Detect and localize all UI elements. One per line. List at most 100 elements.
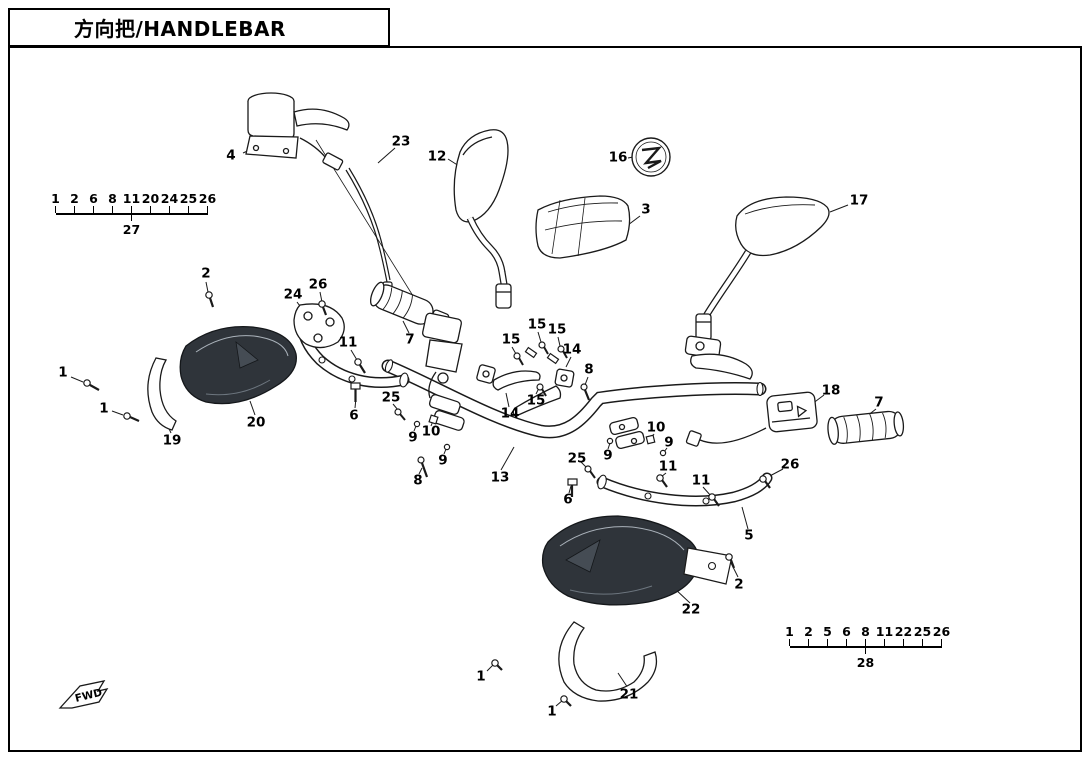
callout-2: 2 [734,576,744,593]
callout-9: 9 [603,447,613,464]
group-28-item-25: 25 [913,625,932,646]
part-handguard-left [179,325,297,405]
group-27-item-8: 8 [103,192,122,213]
callout-4: 4 [226,147,236,164]
group-27-item-2: 2 [65,192,84,213]
callout-25: 25 [567,450,587,467]
page-title: 方向把/HANDLEBAR [74,17,286,41]
callout-6: 6 [563,491,573,508]
spacer-a [524,346,538,359]
screw-1-a [83,379,100,391]
part-handlebar-cap [631,137,671,177]
spacer-b [546,352,560,365]
callout-10: 10 [421,423,441,440]
screw-1-b [123,412,140,423]
screw-26-left [318,300,328,316]
part-grip-right [827,410,905,445]
screw-25-right [584,465,596,479]
group-28-item-5: 5 [818,625,837,646]
callout-9: 9 [438,452,448,469]
part-handguard-insert-left [147,357,177,431]
callout-7: 7 [405,331,415,348]
callout-12: 12 [427,148,447,165]
callout-26: 26 [780,456,800,473]
callout-7: 7 [874,394,884,411]
callout-23: 23 [391,133,411,150]
callout-22: 22 [681,601,701,618]
part-clamp-right [609,416,645,450]
callout-14: 14 [562,341,582,358]
part-handlebar-cover [535,195,631,259]
part-clamp-left [428,394,465,431]
callout-18: 18 [821,382,841,399]
part-lever-left [476,364,541,391]
group-28-item-6: 6 [837,625,856,646]
part-handguard-insert-right [558,621,658,702]
bolt-8-right [580,383,591,401]
screw-2-right [725,553,736,569]
callout-8: 8 [584,361,594,378]
callout-6: 6 [349,407,359,424]
callout-8: 8 [413,472,423,489]
screw-1-d [560,695,572,707]
callout-20: 20 [246,414,266,431]
callout-16: 16 [608,149,628,166]
screw-25-left [394,408,406,421]
callout-1: 1 [476,668,486,685]
part-master-cylinder-center [421,312,463,399]
fwd-arrow: FWD [58,680,109,709]
callout-1: 1 [99,400,109,417]
group-28-item-22: 22 [894,625,913,646]
callout-15: 15 [547,321,567,338]
screw-11-a [656,474,668,488]
callout-13: 13 [490,469,510,486]
screw-11-left [354,358,366,374]
group-27-item-6: 6 [84,192,103,213]
nut-10-b [645,434,656,445]
part-lever-right [512,368,575,417]
callout-14: 14 [500,405,520,422]
group-28-item-26: 26 [932,625,951,646]
group-27-item-25: 25 [179,192,198,213]
group-label-27: 27 [122,221,141,237]
screw-1-c [491,659,503,671]
group-27-item-1: 1 [46,192,65,213]
callout-11: 11 [691,472,711,489]
callout-19: 19 [162,432,182,449]
screw-15-c [557,345,568,359]
group-27-item-24: 24 [160,192,179,213]
callout-9: 9 [408,429,418,446]
callout-15: 15 [527,316,547,333]
washer-9-d [659,449,667,457]
group-28-item-8: 8 [856,625,875,646]
callout-25: 25 [381,389,401,406]
screw-15-a [513,352,524,366]
callout-3: 3 [641,201,651,218]
nut-10-a [428,414,439,425]
part-handguard-right [541,515,733,606]
title-box: 方向把/HANDLEBAR [8,8,390,47]
callout-15: 15 [501,331,521,348]
screw-2-left [205,291,215,308]
callout-9: 9 [664,434,674,451]
callout-21: 21 [619,686,639,703]
callout-24: 24 [283,286,303,303]
group-27-item-26: 26 [198,192,217,213]
part-handguard-bracket [293,303,345,349]
part-switch-housing-right [685,391,818,447]
bolt-6-right [567,478,578,497]
part-mirror-left [453,129,512,309]
screw-11-b [708,493,720,507]
washer-9-b [443,443,451,451]
screw-15-d [536,383,547,397]
group-label-28: 28 [856,654,875,670]
callout-17: 17 [849,192,869,209]
screw-26-right [759,475,771,489]
group-27-item-11: 11 [122,192,141,213]
fasteners [83,291,771,707]
